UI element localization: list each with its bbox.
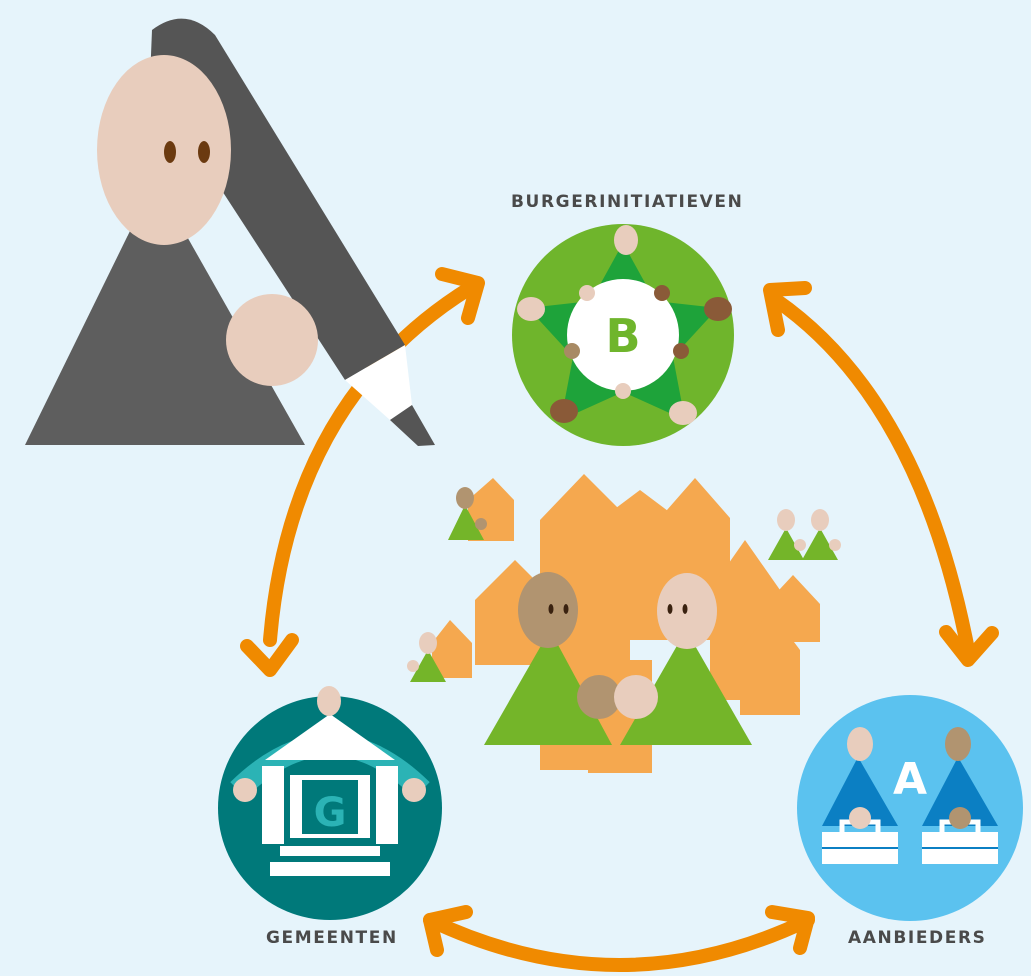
gemeenten-badge: G [218, 686, 442, 920]
label-gemeenten: GEMEENTEN [266, 928, 398, 948]
arrow-burger-gemeenten [263, 281, 477, 647]
person-hand [226, 294, 318, 386]
person-icon [407, 487, 841, 682]
badge-letter-a: A [893, 754, 927, 805]
arrow-gemeenten-aanbieders [423, 913, 815, 972]
pen-person [25, 18, 435, 446]
label-aanbieders: AANBIEDERS [848, 928, 987, 948]
person-icon [484, 572, 752, 745]
neighbourhood [407, 474, 841, 773]
badge-letter-b: B [605, 309, 640, 363]
arrow-burger-aanbieders [769, 293, 975, 657]
hands [564, 285, 689, 399]
person-head [97, 55, 231, 245]
person-eye [198, 141, 210, 163]
arrow-head-burger-right [763, 281, 812, 337]
arrow-head-gemeenten [240, 633, 299, 677]
cycle-arrows [240, 267, 999, 972]
person-eye [164, 141, 176, 163]
arrow-head-gemeenten-bottom [423, 905, 473, 957]
badge-letter-g: G [314, 790, 347, 836]
person-icon [517, 225, 732, 425]
arrow-head-aanbieders-bottom [765, 905, 815, 955]
burgerinitiatieven-badge: B [512, 224, 734, 446]
person-icon [822, 727, 998, 826]
arrow-head-aanbieders [939, 625, 999, 667]
toolbox-icon [922, 807, 998, 864]
house-icon [432, 474, 820, 773]
label-burgerinitiatieven: BURGERINITIATIEVEN [511, 192, 744, 212]
person-body [25, 180, 305, 445]
aanbieders-badge: A [797, 695, 1023, 921]
person-icon [233, 686, 426, 802]
arrow-head-burger [435, 267, 485, 325]
toolbox-icon [822, 807, 898, 864]
